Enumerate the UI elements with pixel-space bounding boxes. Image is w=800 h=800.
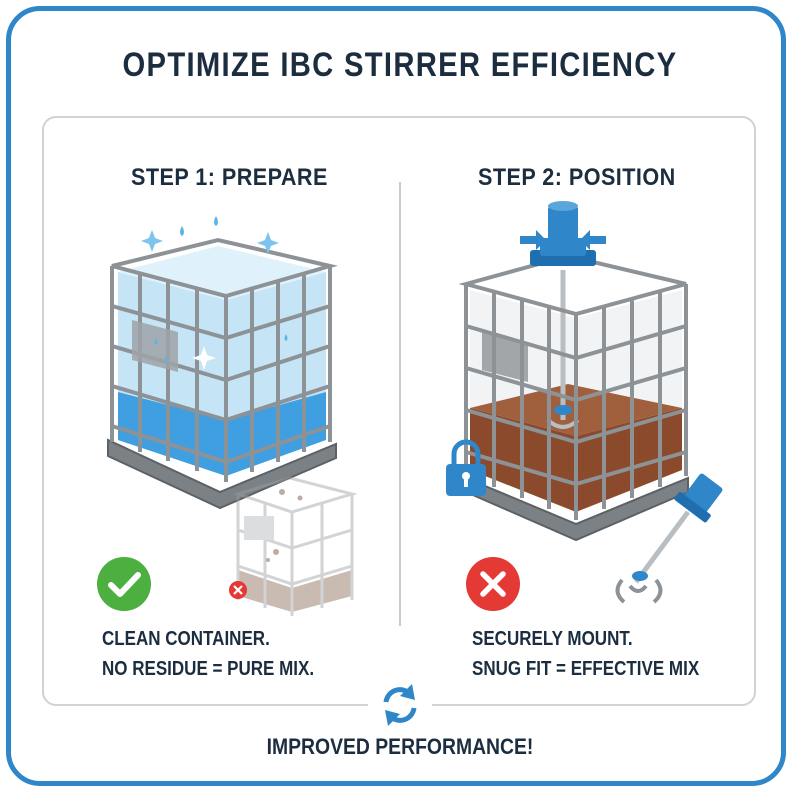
step1-caption: CLEAN CONTAINER. NO RESIDUE = PURE MIX.	[102, 624, 314, 684]
page-title: OPTIMIZE IBC STIRRER EFFICIENCY	[122, 46, 678, 84]
panel-divider	[399, 182, 401, 626]
refresh-cycle-icon	[383, 684, 417, 726]
x-icon	[466, 557, 520, 611]
step1-caption-line2: NO RESIDUE = PURE MIX.	[102, 658, 315, 680]
step2-caption-line1: SECURELY MOUNT.	[472, 628, 633, 650]
step1-caption-line1: CLEAN CONTAINER.	[102, 628, 270, 650]
cycle-icon-container	[368, 676, 432, 732]
step2-title: STEP 2: POSITION	[478, 164, 676, 191]
footer-text: IMPROVED PERFORMANCE!	[266, 734, 534, 759]
check-icon	[97, 557, 151, 611]
step1-title: STEP 1: PREPARE	[131, 164, 328, 191]
step2-caption: SECURELY MOUNT. SNUG FIT = EFFECTIVE MIX	[472, 624, 699, 684]
step2-caption-line2: SNUG FIT = EFFECTIVE MIX	[472, 658, 700, 680]
